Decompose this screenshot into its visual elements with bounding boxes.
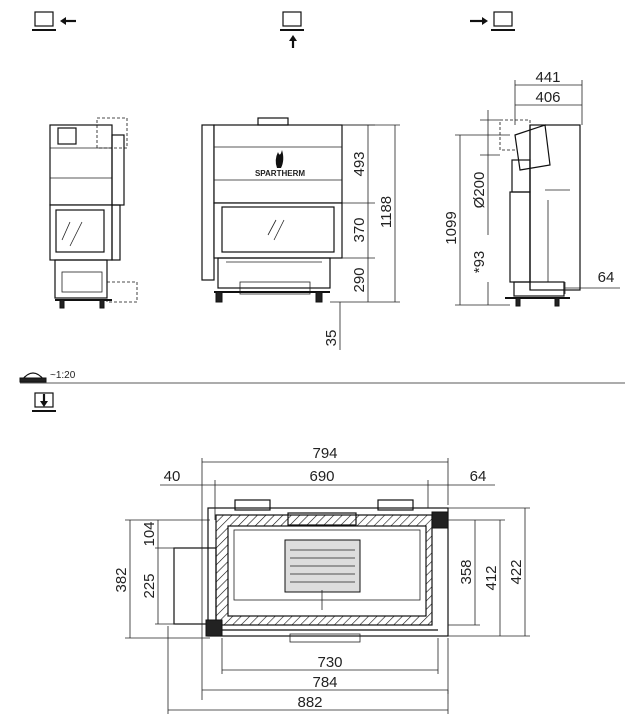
view-left-icon: [32, 11, 76, 31]
dim-diameter-200: Ø200: [471, 172, 488, 209]
dim-730: 730: [317, 654, 342, 671]
front-dimensions: 493 370 290 1188 35: [323, 124, 400, 350]
dim-64-top: 64: [470, 468, 487, 485]
scale-icon: [19, 372, 47, 383]
right-side-view: [499, 119, 581, 307]
left-side-view: [49, 117, 138, 309]
dim-104: 104: [141, 521, 158, 546]
dim-370: 370: [351, 217, 368, 242]
dim-493: 493: [351, 151, 368, 176]
dim-794: 794: [312, 445, 337, 462]
dim-382: 382: [113, 567, 130, 592]
brand-label: SPARTHERM: [255, 169, 305, 178]
view-top-icon: [32, 392, 56, 412]
dim-290: 290: [351, 267, 368, 292]
dim-1188: 1188: [378, 196, 395, 228]
dim-784: 784: [312, 674, 337, 691]
dim-690: 690: [309, 468, 334, 485]
dim-1099: 1099: [443, 211, 460, 244]
dim-40: 40: [164, 468, 181, 485]
dim-64-side: 64: [598, 269, 615, 286]
dim-406: 406: [535, 89, 560, 106]
view-front-icon: [280, 11, 304, 48]
dim-225: 225: [141, 573, 158, 598]
dim-93: *93: [471, 251, 488, 274]
side-dimensions: 441 406 1099 Ø200 *93 64: [443, 69, 620, 306]
view-right-icon: [470, 11, 515, 31]
front-view: SPARTHERM: [201, 117, 343, 303]
top-view: [173, 499, 449, 643]
dim-441: 441: [535, 69, 560, 86]
dim-422: 422: [508, 559, 525, 584]
top-dimensions: 794 690 40 64 104 225 382 358 412 422 73…: [113, 445, 530, 714]
dim-882: 882: [297, 694, 322, 711]
dim-412: 412: [483, 565, 500, 590]
scale-label: ~1:20: [50, 370, 76, 381]
dim-35: 35: [323, 330, 340, 347]
dim-358: 358: [458, 559, 475, 584]
